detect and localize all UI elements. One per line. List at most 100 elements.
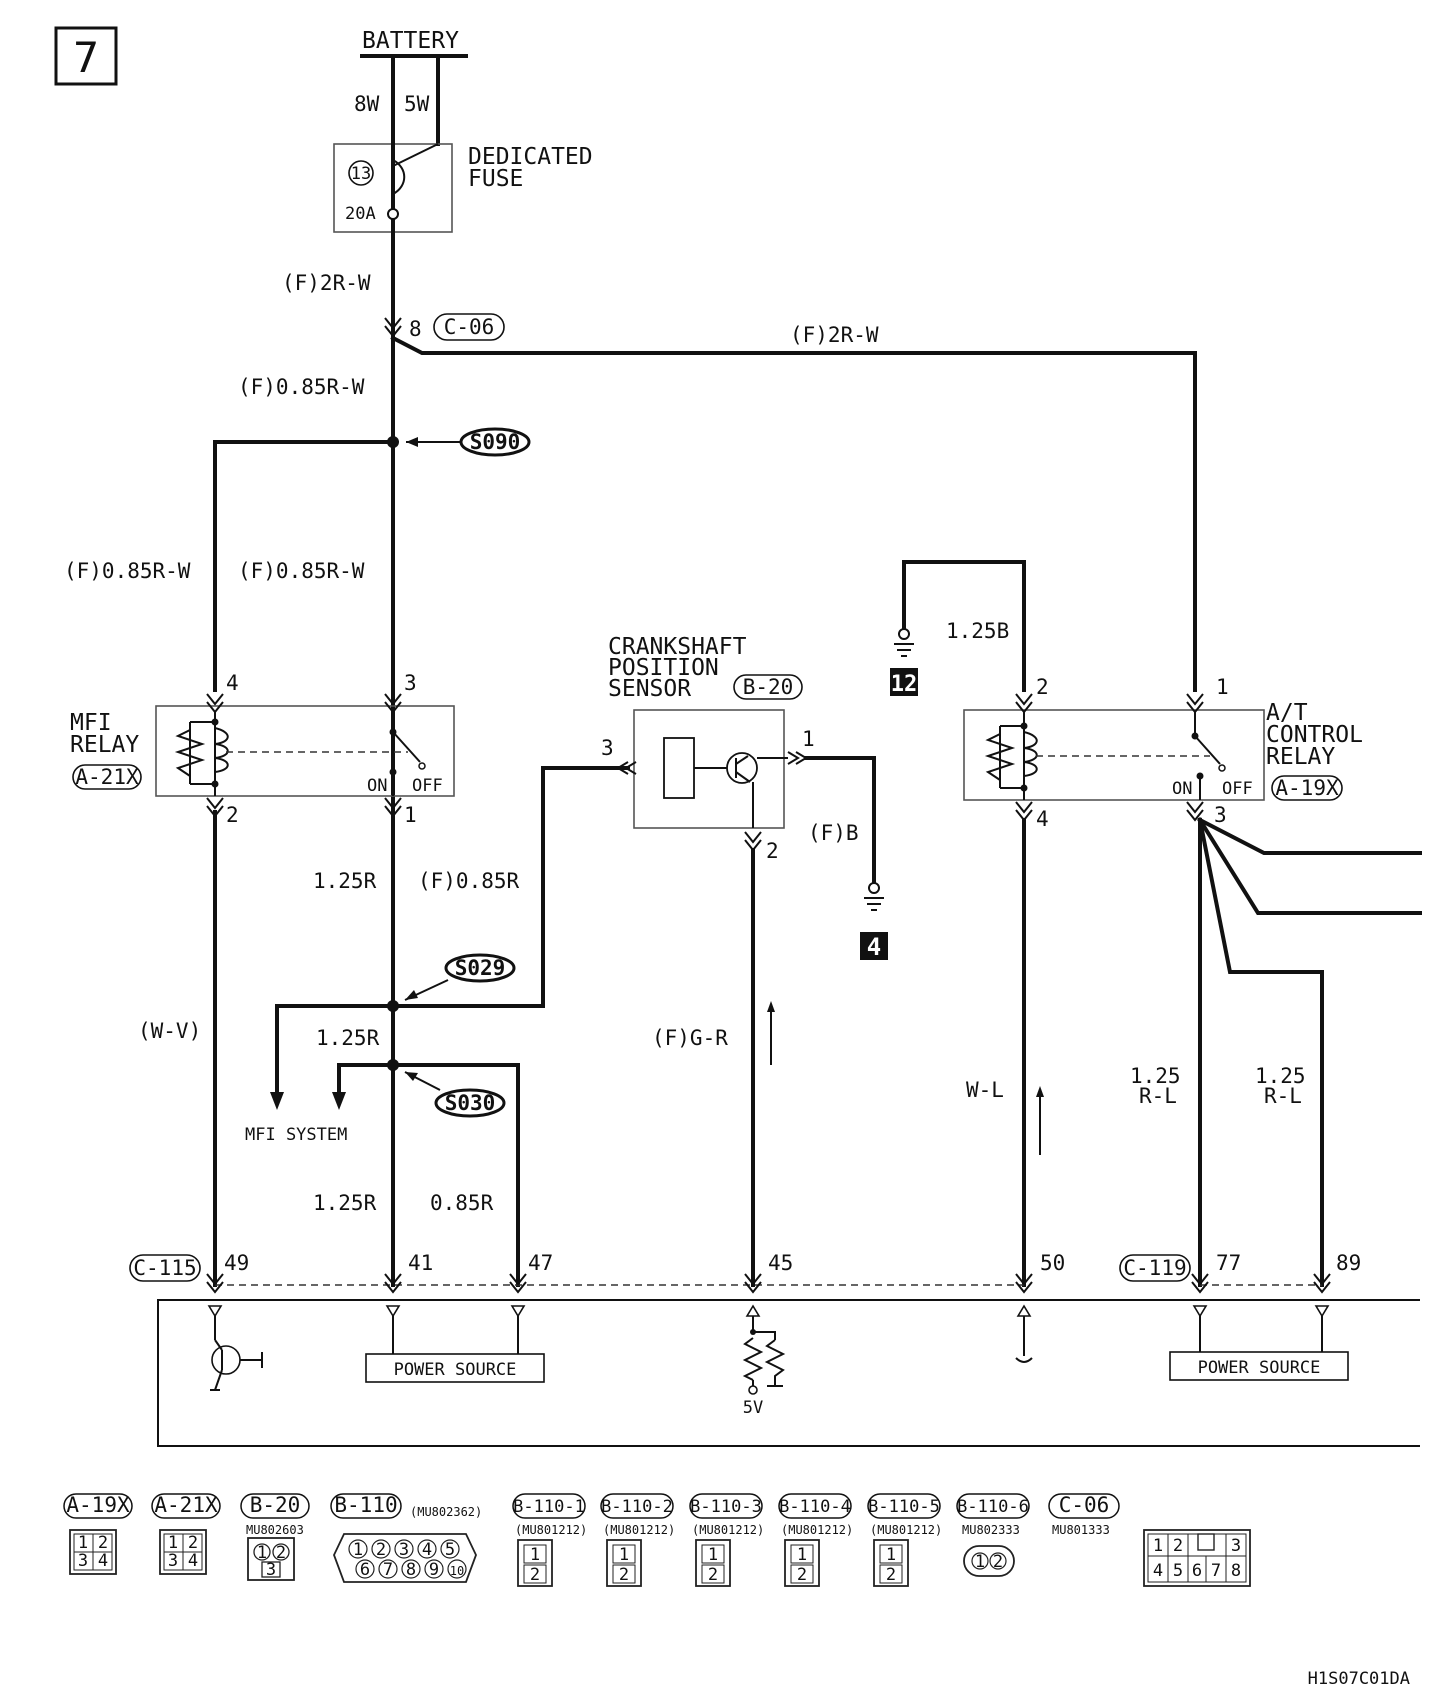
wire-sensor-pin2-label: (F)G-R: [652, 1026, 728, 1050]
wire-mfi-pin1-label: 1.25R: [313, 869, 377, 893]
wire-below-s029-label: 1.25R: [316, 1026, 380, 1050]
wire-below-s030-label: 1.25R: [313, 1191, 377, 1215]
at-relay-pin3: 3: [1214, 803, 1227, 827]
legend-b110-1-connector: 1 2: [517, 1539, 553, 1587]
legend-b110-pin5: 5: [445, 1540, 455, 1560]
legend-c06-pin2: 2: [1173, 1536, 1183, 1556]
legend-a21x-pin4: 4: [188, 1551, 198, 1571]
battery-wire-8w: 8W: [354, 92, 380, 116]
splice-s029: S029: [270, 766, 630, 1110]
legend-label-b110-1: B-110-1: [513, 1497, 585, 1517]
legend-b110-pin2: 2: [376, 1540, 386, 1560]
legend-c06-pin6: 6: [1192, 1561, 1202, 1581]
page-number-box: 7: [54, 26, 118, 86]
wire-branch-47-label: 0.85R: [430, 1191, 494, 1215]
battery-wire-5w: 5W: [404, 92, 430, 116]
five-volt-label: 5V: [743, 1398, 763, 1418]
at-relay-pin1: 1: [1216, 675, 1229, 699]
at-relay-label-line2: CONTROL: [1266, 722, 1363, 748]
wire-at-pin4-label: W-L: [966, 1078, 1004, 1102]
sensor-pin1: 1: [802, 727, 815, 751]
legend-b110-6-pin2: 2: [993, 1552, 1003, 1572]
wire-mfi-pin3-label: (F)0.85R-W: [238, 559, 365, 583]
mfi-relay-connector: A-21X: [75, 765, 139, 789]
splice-s030: S030: [332, 1059, 520, 1287]
ecu-pin-50: 50: [1040, 1251, 1065, 1275]
legend-a19x-pin1: 1: [78, 1533, 88, 1553]
fuse-rating: 20A: [345, 204, 376, 224]
legend-label-b110: B-110: [334, 1493, 397, 1517]
legend-c06-pin5: 5: [1173, 1561, 1183, 1581]
legend-label-a21x: A-21X: [154, 1493, 218, 1517]
legend-a19x-pin3: 3: [78, 1551, 88, 1571]
mfi-relay-label-line2: RELAY: [70, 732, 139, 758]
wire-at77-line2: R-L: [1139, 1084, 1177, 1108]
legend-b110-1-pin2: 2: [530, 1565, 540, 1585]
legend-b110-3-pin2: 2: [708, 1565, 718, 1585]
legend-c06-pin4: 4: [1153, 1561, 1163, 1581]
c119-connector: C-119: [1123, 1256, 1186, 1280]
splice-s090-label: S090: [470, 430, 521, 454]
at-relay-pin3-wires: [1197, 817, 1422, 1287]
legend-pn-b110-1: (MU801212): [515, 1523, 587, 1537]
at-relay-label-line3: RELAY: [1266, 744, 1335, 770]
legend-b110-pin1: 1: [353, 1540, 363, 1560]
at-relay-off: OFF: [1222, 779, 1253, 799]
legend-label-a19x: A-19X: [66, 1493, 130, 1517]
wire-sensor-pin1-label: (F)B: [808, 821, 859, 845]
legend-label-b110-2: B-110-2: [601, 1497, 673, 1517]
at-control-relay: 2 1 ON OFF 4 3 A/T CONTROL RELAY A-19X: [963, 675, 1363, 831]
crankshaft-position-sensor: CRANKSHAFT POSITION SENSOR B-20 3 1 2: [601, 634, 815, 863]
c115-connector: C-115: [133, 1256, 196, 1280]
mfi-relay-off: OFF: [412, 776, 443, 796]
legend-label-b110-5: B-110-5: [868, 1497, 940, 1517]
at-relay-connector: A-19X: [1275, 776, 1339, 800]
legend-a19x-connector: 1 2 3 4: [69, 1529, 117, 1575]
legend-b110-2-pin1: 1: [619, 1545, 629, 1565]
fuse-label-line1: DEDICATED: [468, 144, 593, 170]
legend-b110-3-pin1: 1: [708, 1545, 718, 1565]
battery-label: BATTERY: [362, 28, 459, 54]
ecu-pin-77: 77: [1216, 1251, 1241, 1275]
c06-connector-label: C-06: [444, 315, 495, 339]
ground-12-label: 12: [891, 672, 918, 697]
legend-pn-b110-6: MU802333: [962, 1523, 1020, 1537]
splice-s029-label: S029: [455, 956, 506, 980]
legend-b110-4-pin1: 1: [797, 1545, 807, 1565]
legend-label-c06: C-06: [1059, 1493, 1110, 1517]
mfi-relay-on: ON: [367, 776, 387, 796]
legend-b110-5-connector: 1 2: [873, 1539, 909, 1587]
main-trunk: (F)2R-W 8 C-06 (F)2R-W (F)0.85R-W: [238, 230, 1197, 1287]
legend-b110-pin9: 9: [429, 1560, 439, 1580]
legend-b110-pin6: 6: [360, 1560, 370, 1580]
legend-pn-b110-5: (MU801212): [870, 1523, 942, 1537]
ecu-pin-49: 49: [224, 1251, 249, 1275]
mfi-relay-pin2: 2: [226, 803, 239, 827]
legend-b20-pin1: 1: [257, 1543, 267, 1563]
wire-mfi-pin4-label: (F)0.85R-W: [64, 559, 191, 583]
dedicated-fuse: 13 20A DEDICATED FUSE: [333, 142, 593, 233]
sensor-pin3: 3: [601, 736, 614, 760]
ground-4: 4: [860, 882, 888, 961]
ground-12: 12: [890, 560, 1026, 697]
legend-b110-5-pin2: 2: [886, 1565, 896, 1585]
legend-c06-pin7: 7: [1211, 1561, 1221, 1581]
legend-pn-b20: MU802603: [246, 1523, 304, 1537]
at-relay-on: ON: [1172, 779, 1192, 799]
wire-trunk-upper-label: (F)0.85R-W: [238, 375, 365, 399]
splice-s030-label: S030: [445, 1091, 496, 1115]
drawing-code: H1S07C01DA: [1308, 1669, 1410, 1689]
legend-label-b20: B-20: [250, 1493, 301, 1517]
fuse-number: 13: [351, 164, 371, 184]
mfi-relay-pin1: 1: [404, 803, 417, 827]
legend-pn-b110: (MU802362): [410, 1505, 482, 1519]
legend-b110-pin4: 4: [422, 1540, 432, 1560]
legend-c06-pin8: 8: [1231, 1561, 1241, 1581]
legend-b20-pin2: 2: [276, 1543, 286, 1563]
legend-b110-2-pin2: 2: [619, 1565, 629, 1585]
legend-a19x-pin2: 2: [98, 1533, 108, 1553]
wire-relay-ground-label: 1.25B: [946, 619, 1009, 643]
legend-a21x-connector: 1 2 3 4: [159, 1529, 207, 1575]
mfi-relay-label-line1: MFI: [70, 710, 112, 736]
